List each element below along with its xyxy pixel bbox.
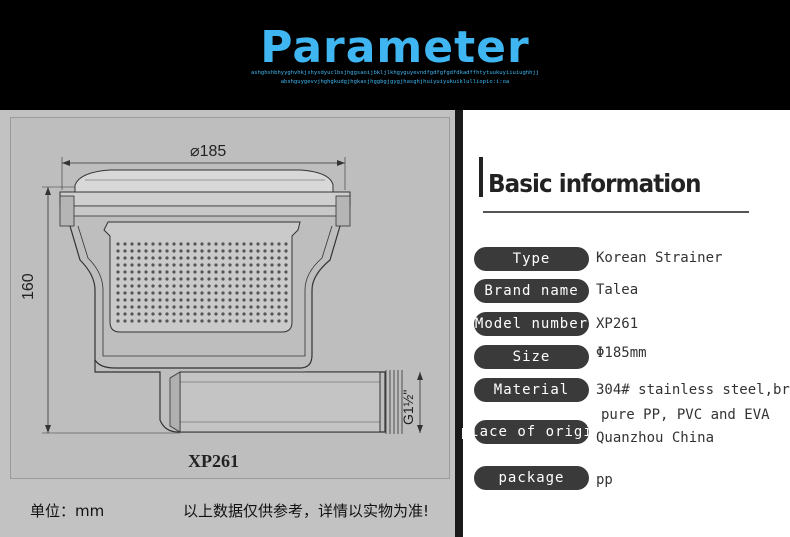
value-model-number: XP261: [596, 316, 639, 332]
unit-label: 单位：mm: [30, 502, 105, 520]
header-subtitle-line1: ashghxhbhyyghvhkjshysdyuclbsjhggsaoijbkl…: [250, 70, 540, 76]
label-model-number: Model number: [474, 312, 589, 336]
label-material: Material: [474, 378, 589, 402]
panel-divider: [455, 110, 463, 537]
basket-perforations: [116, 242, 288, 323]
label-size: Size: [474, 345, 589, 369]
model-label: XP261: [188, 451, 239, 471]
value-type: Korean Strainer: [596, 250, 723, 266]
value-material-line2: pure PP, PVC and EVA: [601, 407, 770, 423]
value-brand-name: Talea: [596, 282, 639, 298]
header-banner: Parameter ashghxhbhyyghvhkjshysdyuclbsjh…: [0, 0, 790, 110]
value-size: Φ185mm: [596, 345, 647, 361]
value-package: pp: [596, 472, 613, 488]
diameter-label: ⌀185: [190, 143, 227, 160]
title-underline: [483, 211, 749, 213]
value-place-of-origin: Quanzhou China: [596, 430, 715, 446]
disclaimer-note: 以上数据仅供参考，详情以实物为准!: [183, 502, 430, 520]
title-accent-bar: [479, 157, 483, 197]
page-title: Parameter: [260, 22, 530, 73]
strainer-drawing: [42, 157, 423, 434]
value-material: 304# stainless steel,brass,: [596, 382, 790, 398]
label-brand-name: Brand name: [474, 279, 589, 303]
thread-marks: [385, 370, 403, 434]
label-type: Type: [474, 247, 589, 271]
label-package: package: [474, 466, 589, 490]
height-label: 160: [20, 273, 37, 300]
header-subtitle-line2: abshguygevvjhghgkudgjhgkasjhggbgjgygjhas…: [280, 79, 510, 85]
thread-label: G1½": [400, 389, 416, 425]
label-place-of-origin: place of origin: [461, 420, 601, 444]
info-title: Basic information: [488, 169, 701, 198]
